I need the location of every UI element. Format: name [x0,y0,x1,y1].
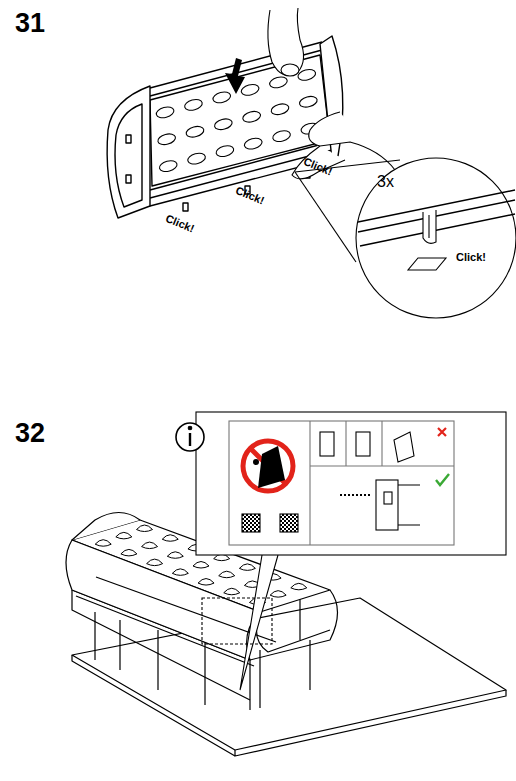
step-number: 32 [15,420,45,447]
card-divider [310,421,454,545]
end-panel [72,513,140,541]
base-plate-edge [72,655,235,756]
click-callout: Click! [456,252,486,263]
hole [270,591,286,598]
correct-mark [436,474,449,485]
hole [272,129,292,143]
push-arrow [225,58,245,94]
hole [239,564,255,571]
screw [340,494,372,496]
hole [157,132,177,146]
hole [242,110,262,124]
qr-code [242,514,260,532]
warning-card [229,421,454,545]
child-figure [253,459,259,465]
hole [212,90,232,104]
step-number: 31 [15,10,45,37]
hole [243,136,263,150]
hole [158,159,178,173]
qr-code [280,514,298,532]
clip [183,203,188,211]
base-plate-edge [235,690,506,756]
detail-callout [295,158,516,318]
clip-detail [423,210,436,243]
clip-detail [428,215,429,238]
hole [298,95,318,109]
click-callout: Click! [164,213,196,234]
prohibition-sign [243,441,293,491]
panel-edge [398,485,420,525]
hole [268,75,288,89]
wall-bracket-slot [384,492,392,504]
hole [162,535,178,542]
hole [224,588,240,595]
box-front [66,540,260,660]
hole [167,552,183,559]
hole [137,525,153,532]
hole [187,151,207,165]
leader-line [295,172,356,262]
hand-bottom [292,112,400,190]
hole [270,102,290,116]
quantity-label: 3x [377,174,394,190]
hole [185,125,205,139]
wall-bracket [320,432,334,456]
end-panel [107,86,150,218]
info-icon-stem [189,433,191,446]
hole [116,532,132,539]
hole [95,540,111,547]
callout-box [196,412,506,555]
hole [213,117,233,131]
slot-detail [408,258,446,270]
hole [142,542,158,549]
slot [126,135,131,143]
hole [121,549,137,556]
base-plate [72,598,506,750]
end-panel-inner [115,104,142,207]
rail [76,596,254,666]
end-panel-detail [256,612,330,652]
thumb [281,64,299,76]
hole [172,569,188,576]
hole [147,559,163,566]
hole [183,98,203,112]
callout-pointer [240,555,278,690]
wall-bracket [376,480,398,530]
tipping-cabinet [258,446,285,488]
hole [240,83,260,97]
hole [198,579,214,586]
hole [291,583,307,590]
hand-top [268,8,304,75]
info-callout [176,412,506,690]
hand [268,8,400,190]
hole [155,105,175,119]
click-callout: Click! [234,185,266,206]
wrong-mark [438,428,446,436]
wall-bracket [356,432,370,456]
wall-fix-zone [202,598,272,644]
detail-circle [356,158,516,318]
hole [219,571,235,578]
slot [126,175,131,183]
hole [215,144,235,158]
info-icon [176,423,204,451]
board-edge [360,214,515,246]
hole [193,562,209,569]
info-icon-dot [188,426,192,430]
wall-bracket-wrong [394,432,414,462]
